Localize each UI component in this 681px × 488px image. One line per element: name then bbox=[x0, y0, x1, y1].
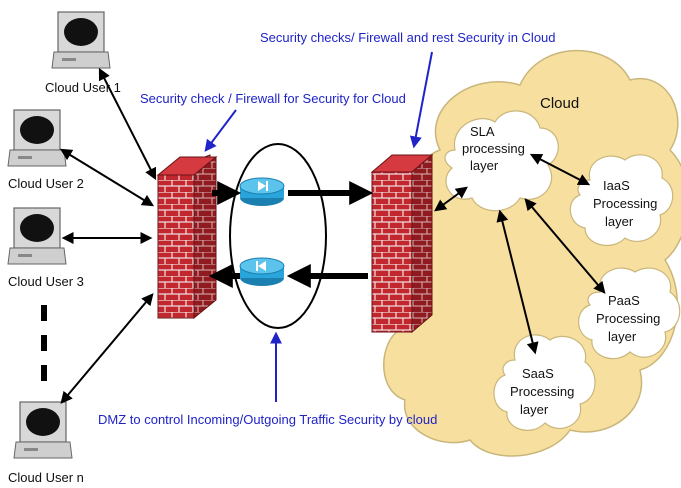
arrow-sla-paas bbox=[524, 198, 606, 294]
user-label-2: Cloud User 2 bbox=[8, 176, 84, 191]
sla-label-line1: SLA bbox=[470, 124, 495, 139]
arrow-firewall-sla bbox=[434, 186, 468, 212]
sla-label-line3: layer bbox=[470, 158, 499, 173]
arrow-sla-iaas bbox=[529, 153, 591, 186]
paas-label-line1: PaaS bbox=[608, 293, 640, 308]
iaas-label-line3: layer bbox=[605, 214, 634, 229]
iaas-label-line2: Processing bbox=[593, 196, 657, 211]
annotation-top: Security checks/ Firewall and rest Secur… bbox=[260, 30, 556, 45]
sla-label-line2: processing bbox=[462, 141, 525, 156]
firewall-right bbox=[370, 153, 434, 334]
router-outgoing-icon bbox=[239, 177, 285, 206]
firewall-left bbox=[156, 154, 218, 320]
pointer-firewall-annotation bbox=[204, 109, 237, 152]
computer-icon bbox=[51, 11, 111, 69]
iaas-label-line1: IaaS bbox=[603, 178, 630, 193]
saas-label-line3: layer bbox=[520, 402, 549, 417]
saas-label-line1: SaaS bbox=[522, 366, 554, 381]
pointer-top-annotation bbox=[409, 51, 433, 149]
router-incoming-icon bbox=[239, 257, 285, 286]
computer-icon bbox=[7, 207, 67, 265]
computer-icon bbox=[7, 109, 67, 167]
dmz-ellipse bbox=[229, 143, 327, 329]
arrow-user1-firewall bbox=[98, 67, 157, 181]
computer-icon bbox=[13, 401, 73, 459]
saas-label-line2: Processing bbox=[510, 384, 574, 399]
saas-cloud bbox=[493, 334, 596, 431]
arrow-user2-firewall bbox=[59, 148, 155, 207]
paas-label-line3: layer bbox=[608, 329, 637, 344]
sla-cloud bbox=[444, 110, 559, 212]
arrow-usern-firewall bbox=[60, 293, 154, 404]
user-label-3: Cloud User 3 bbox=[8, 274, 84, 289]
annotation-firewall: Security check / Firewall for Security f… bbox=[140, 91, 406, 106]
annotation-dmz: DMZ to control Incoming/Outgoing Traffic… bbox=[98, 412, 437, 427]
user-label-n: Cloud User n bbox=[8, 470, 84, 485]
paas-label-line2: Processing bbox=[596, 311, 660, 326]
arrow-sla-saas bbox=[496, 209, 539, 355]
cloud-title: Cloud bbox=[540, 95, 579, 112]
